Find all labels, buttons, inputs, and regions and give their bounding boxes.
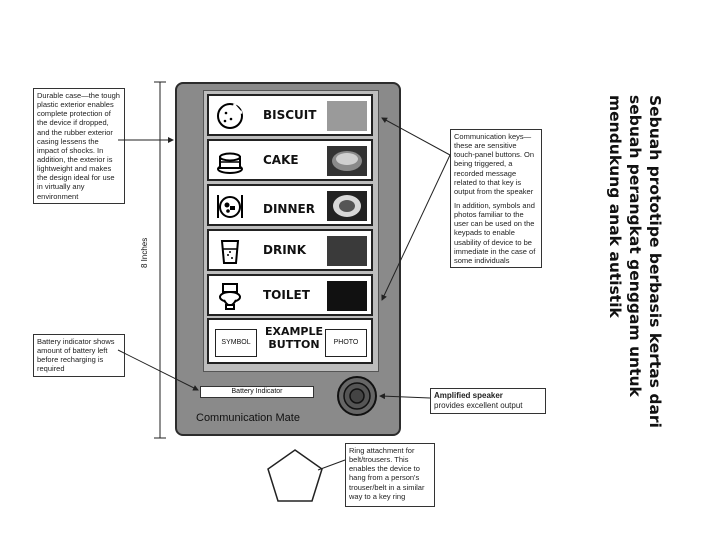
key-toilet[interactable]: TOILET [207, 274, 373, 316]
key-cake[interactable]: CAKE [207, 139, 373, 181]
key-label: TOILET [263, 288, 310, 302]
height-dimension-line [154, 81, 166, 439]
battery-indicator: Battery Indicator [200, 386, 314, 398]
example-button[interactable]: SYMBOL EXAMPLE BUTTON PHOTO [207, 318, 373, 364]
note-battery: Battery indicator shows amount of batter… [33, 334, 125, 377]
note-keys-p1: Communication keys—these are sensitive t… [454, 132, 535, 196]
note-case: Durable case—the tough plastic exterior … [33, 88, 125, 204]
cake-photo [327, 146, 367, 176]
key-dinner[interactable]: DINNER [207, 184, 373, 226]
title-line2: sebuah perangkat genggam untuk [626, 95, 644, 397]
ring-attachment-icon [267, 449, 323, 502]
speaker-icon [337, 376, 377, 416]
title-line3: mendukung anak autistik [606, 95, 624, 318]
title-line1: Sebuah prototipe berbasis kertas dari [646, 95, 664, 428]
biscuit-photo [327, 101, 367, 131]
key-label: DINNER [263, 202, 315, 216]
key-biscuit[interactable]: BISCUIT [207, 94, 373, 136]
note-speaker-text: provides excellent output [434, 400, 523, 410]
key-label: CAKE [263, 153, 299, 167]
key-label: BISCUIT [263, 108, 317, 122]
note-ring: Ring attachment for belt/trousers. This … [345, 443, 435, 507]
cake-icon [217, 152, 243, 174]
toilet-icon [219, 283, 241, 310]
toilet-photo [327, 281, 367, 311]
biscuit-icon [217, 103, 243, 129]
dinner-photo [327, 191, 367, 221]
height-label: 8 Inches [140, 237, 149, 268]
note-speaker: Amplified speaker provides excellent out… [430, 388, 546, 414]
symbol-slot: SYMBOL [215, 329, 257, 357]
photo-slot: PHOTO [325, 329, 367, 357]
cup-icon [220, 240, 240, 264]
key-label: DRINK [263, 243, 307, 257]
dinner-plate-icon [217, 195, 243, 218]
example-line2: BUTTON [268, 338, 320, 351]
note-keys: Communication keys—these are sensitive t… [450, 129, 542, 268]
slide-title: Sebuah prototipe berbasis kertas dari se… [585, 95, 675, 515]
example-line1: EXAMPLE [264, 325, 324, 338]
note-keys-p2: In addition, symbols and photos familiar… [454, 200, 536, 265]
note-speaker-title: Amplified speaker [434, 391, 503, 400]
drink-photo [327, 236, 367, 266]
brand-label: Communication Mate [196, 412, 300, 424]
key-drink[interactable]: DRINK [207, 229, 373, 271]
